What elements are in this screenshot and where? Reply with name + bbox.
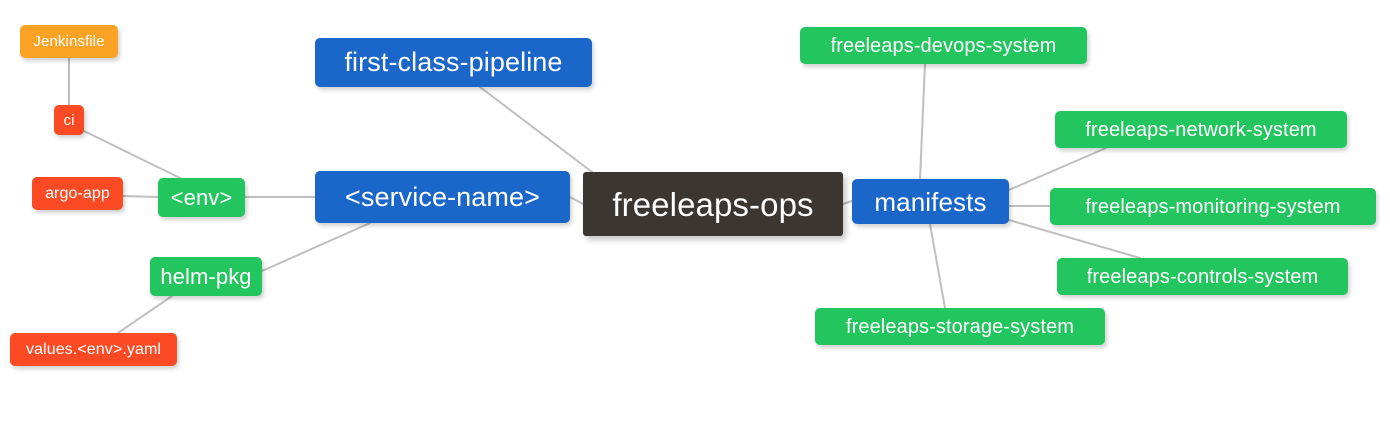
node-freeleaps-network-system[interactable]: freeleaps-network-system bbox=[1055, 111, 1347, 148]
node-helm-pkg[interactable]: helm-pkg bbox=[150, 257, 262, 296]
node-freeleaps-ops[interactable]: freeleaps-ops bbox=[583, 172, 843, 236]
node-freeleaps-devops-system[interactable]: freeleaps-devops-system bbox=[800, 27, 1087, 64]
node-freeleaps-controls-system[interactable]: freeleaps-controls-system bbox=[1057, 258, 1348, 295]
node-freeleaps-monitoring-system[interactable]: freeleaps-monitoring-system bbox=[1050, 188, 1376, 225]
node-values-env-yaml[interactable]: values.<env>.yaml bbox=[10, 333, 177, 366]
edge-manifests-to-freeleaps-storage-system bbox=[929, 223, 946, 309]
edge-helm-pkg-to-values-env-yaml bbox=[117, 295, 173, 334]
edge-service-name-to-helm-pkg bbox=[261, 222, 371, 272]
node-env[interactable]: <env> bbox=[158, 178, 245, 217]
edge-manifests-to-freeleaps-network-system bbox=[1008, 147, 1107, 191]
edge-freeleaps-ops-to-first-class-pipeline bbox=[479, 86, 593, 173]
node-first-class-pipeline[interactable]: first-class-pipeline bbox=[315, 38, 592, 87]
node-jenkinsfile[interactable]: Jenkinsfile bbox=[20, 25, 118, 58]
node-manifests[interactable]: manifests bbox=[852, 179, 1009, 224]
edge-manifests-to-freeleaps-controls-system bbox=[1008, 219, 1141, 259]
node-freeleaps-storage-system[interactable]: freeleaps-storage-system bbox=[815, 308, 1105, 345]
edge-freeleaps-ops-to-service-name bbox=[569, 196, 584, 205]
node-service-name[interactable]: <service-name> bbox=[315, 171, 570, 223]
node-ci[interactable]: ci bbox=[54, 105, 84, 135]
edge-manifests-to-freeleaps-devops-system bbox=[919, 63, 926, 180]
node-argo-app[interactable]: argo-app bbox=[32, 177, 123, 210]
edge-env-to-ci bbox=[83, 130, 181, 179]
edge-env-to-argo-app bbox=[122, 195, 159, 198]
edge-freeleaps-ops-to-manifests bbox=[842, 200, 853, 205]
